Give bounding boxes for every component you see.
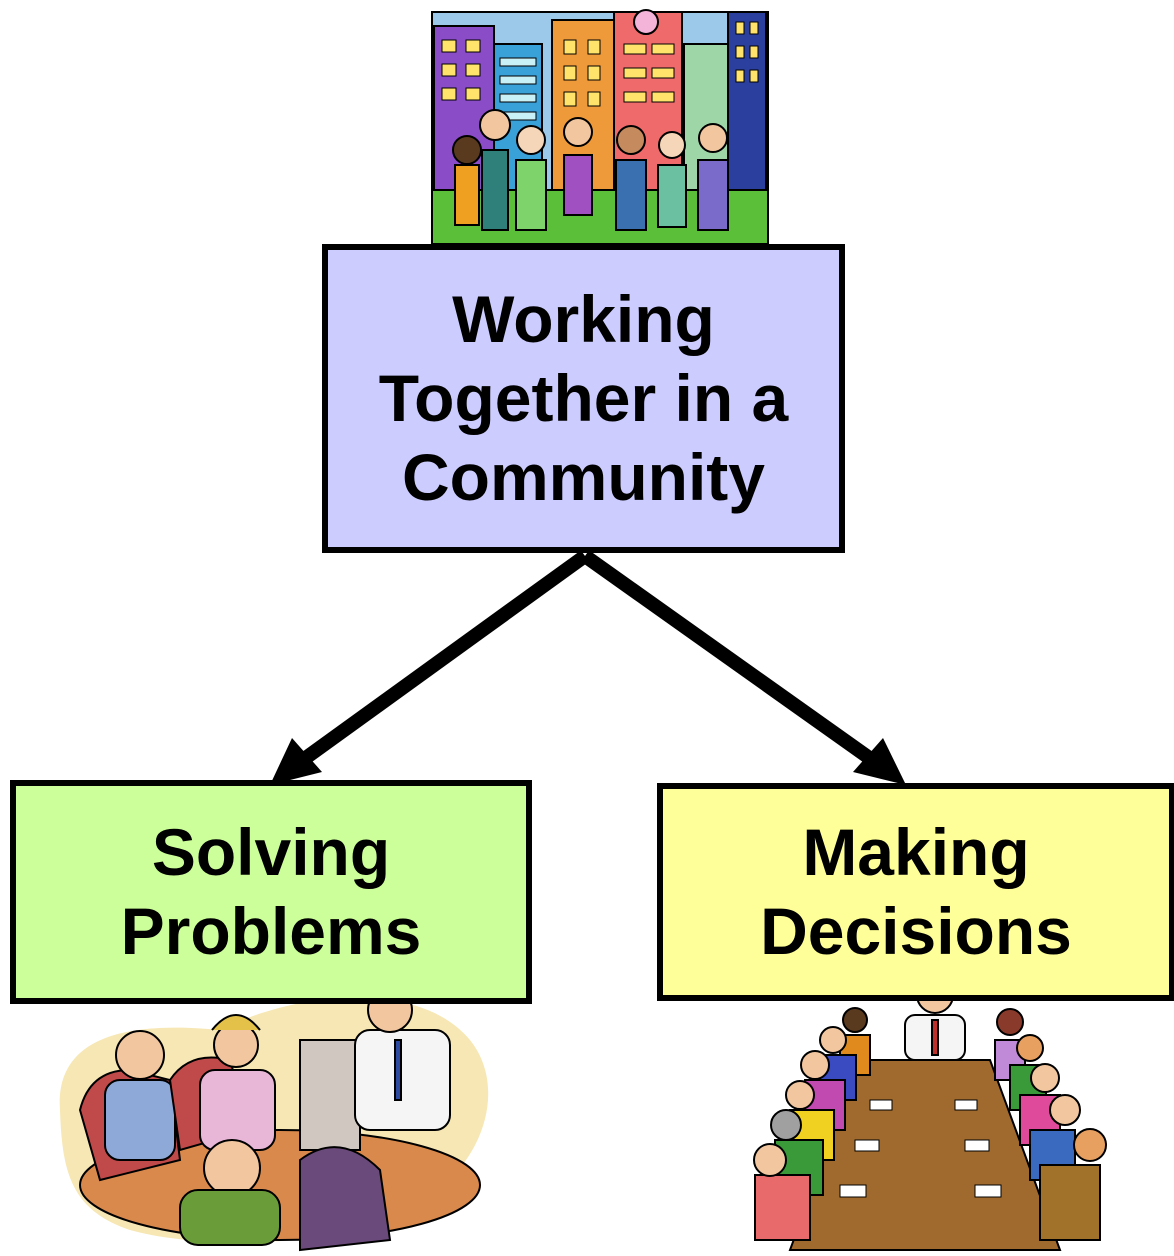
making-decisions-box: Making Decisions xyxy=(657,783,1174,1001)
arrowhead-left xyxy=(270,738,322,785)
solving-problems-label: Solving Problems xyxy=(111,813,432,971)
root-label-line-3: Community xyxy=(401,440,765,515)
root-concept-box: Working Together in a Community xyxy=(322,244,845,553)
root-concept-label: Working Together in a Community xyxy=(369,280,798,518)
root-label-line-1: Working xyxy=(452,281,715,356)
root-label-line-2: Together in a xyxy=(378,360,789,435)
solving-label-line-1: Solving xyxy=(151,814,391,889)
arrowhead-right xyxy=(853,738,906,785)
solving-problems-box: Solving Problems xyxy=(10,780,532,1004)
making-decisions-label: Making Decisions xyxy=(750,813,1082,971)
decisions-label-line-1: Making xyxy=(802,814,1030,889)
arrow-to-solving-problems xyxy=(295,550,590,768)
solving-label-line-2: Problems xyxy=(120,894,422,968)
decisions-label-line-2: Decisions xyxy=(760,894,1072,968)
arrow-to-making-decisions xyxy=(580,550,880,768)
